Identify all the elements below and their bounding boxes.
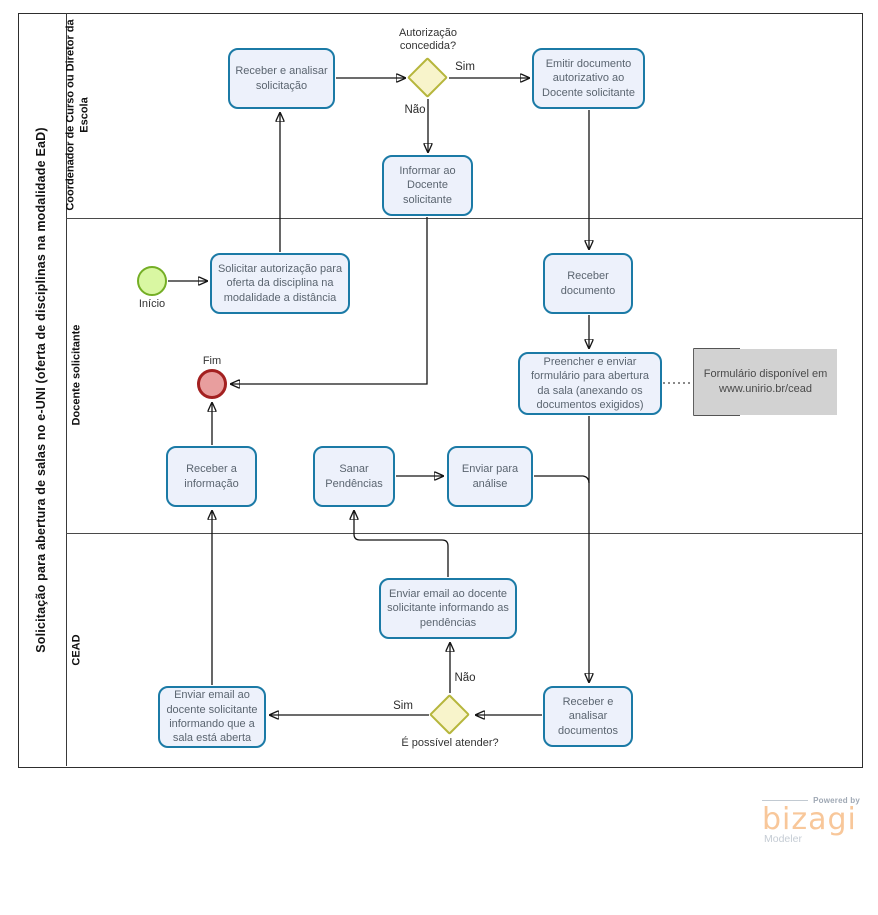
task-receber-documento: Receber documento: [543, 253, 633, 314]
powered-by-row: Powered by: [762, 796, 860, 805]
powered-by-text: Powered by: [813, 796, 860, 805]
task-receber-a-informacao: Receber a informação: [166, 446, 257, 507]
lane-divider-2: [66, 533, 862, 534]
task-solicitar-autorizacao: Solicitar autorização para oferta da dis…: [210, 253, 350, 314]
task-preencher-enviar-formulario: Preencher e enviar formulário para abert…: [518, 352, 662, 415]
bizagi-modeler-text: Modeler: [764, 833, 802, 845]
gateway1-no-label: Não: [404, 104, 426, 116]
bizagi-logo: Powered by bizagi Modeler: [762, 796, 860, 845]
start-event-label: Início: [138, 298, 166, 310]
task-enviar-para-analise: Enviar para análise: [447, 446, 533, 507]
end-event-label: Fim: [202, 355, 222, 367]
task-informar-ao-docente: Informar ao Docente solicitante: [382, 155, 473, 216]
end-event-icon: [197, 369, 227, 399]
gateway2-no-label: Não: [454, 672, 476, 684]
task-receber-e-analisar-documentos: Receber e analisar documentos: [543, 686, 633, 747]
lane-divider-1: [66, 218, 862, 219]
lane-label-coordenador: Coordenador de Curso ou Diretor da Escol…: [64, 19, 91, 211]
lane-label-docente: Docente solicitante: [70, 324, 83, 426]
powered-by-rule: [762, 800, 809, 801]
pool-title: Solicitação para abertura de salas no e-…: [34, 127, 48, 653]
pool-title-divider: [66, 13, 67, 766]
gateway2-yes-label: Sim: [393, 700, 413, 712]
task-receber-e-analisar-solicitacao: Receber e analisar solicitação: [228, 48, 335, 109]
text-annotation-formulario: Formulário disponível em www.unirio.br/c…: [694, 349, 837, 415]
lane-label-cead: CEAD: [70, 634, 83, 666]
task-emitir-documento-autorizativo: Emitir documento autorizativo ao Docente…: [532, 48, 645, 109]
task-enviar-email-sala-aberta: Enviar email ao docente solicitante info…: [158, 686, 266, 748]
task-enviar-email-pendencias: Enviar email ao docente solicitante info…: [379, 578, 517, 639]
start-event-icon: [137, 266, 167, 296]
gateway1-question-label: Autorização concedida?: [398, 27, 458, 52]
pool-border: [18, 13, 863, 768]
gateway1-yes-label: Sim: [455, 61, 475, 73]
bizagi-wordmark: bizagi: [762, 802, 857, 837]
gateway2-question-label: É possível atender?: [401, 737, 499, 749]
task-sanar-pendencias: Sanar Pendências: [313, 446, 395, 507]
